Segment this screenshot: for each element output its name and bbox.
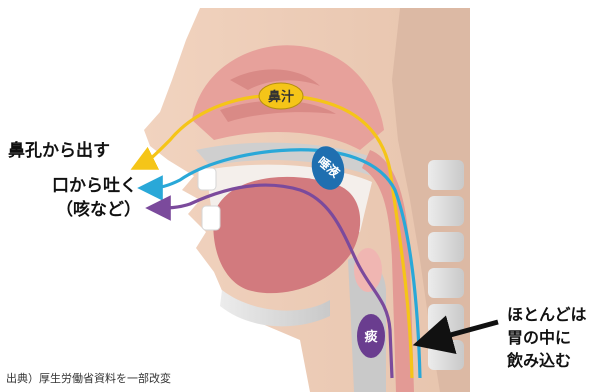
stomach-label-line1: ほとんどは xyxy=(507,307,587,323)
phlegm-label: 痰 xyxy=(364,329,378,345)
cough-label: （咳など） xyxy=(56,202,141,219)
stomach-label-line3: 飲み込む xyxy=(507,353,571,369)
epiglottis xyxy=(354,248,382,292)
out-nose-label: 鼻孔から出す xyxy=(8,143,110,160)
upper-teeth xyxy=(198,168,216,190)
out-mouth-label: 口から吐く xyxy=(52,178,137,195)
stomach-label-line2: 胃の中に xyxy=(507,330,571,346)
lower-teeth xyxy=(202,206,220,230)
nasal-mucus-label: 鼻汁 xyxy=(268,89,294,105)
source-caption: 出典）厚生労働省資料を一部改変 xyxy=(6,373,171,384)
